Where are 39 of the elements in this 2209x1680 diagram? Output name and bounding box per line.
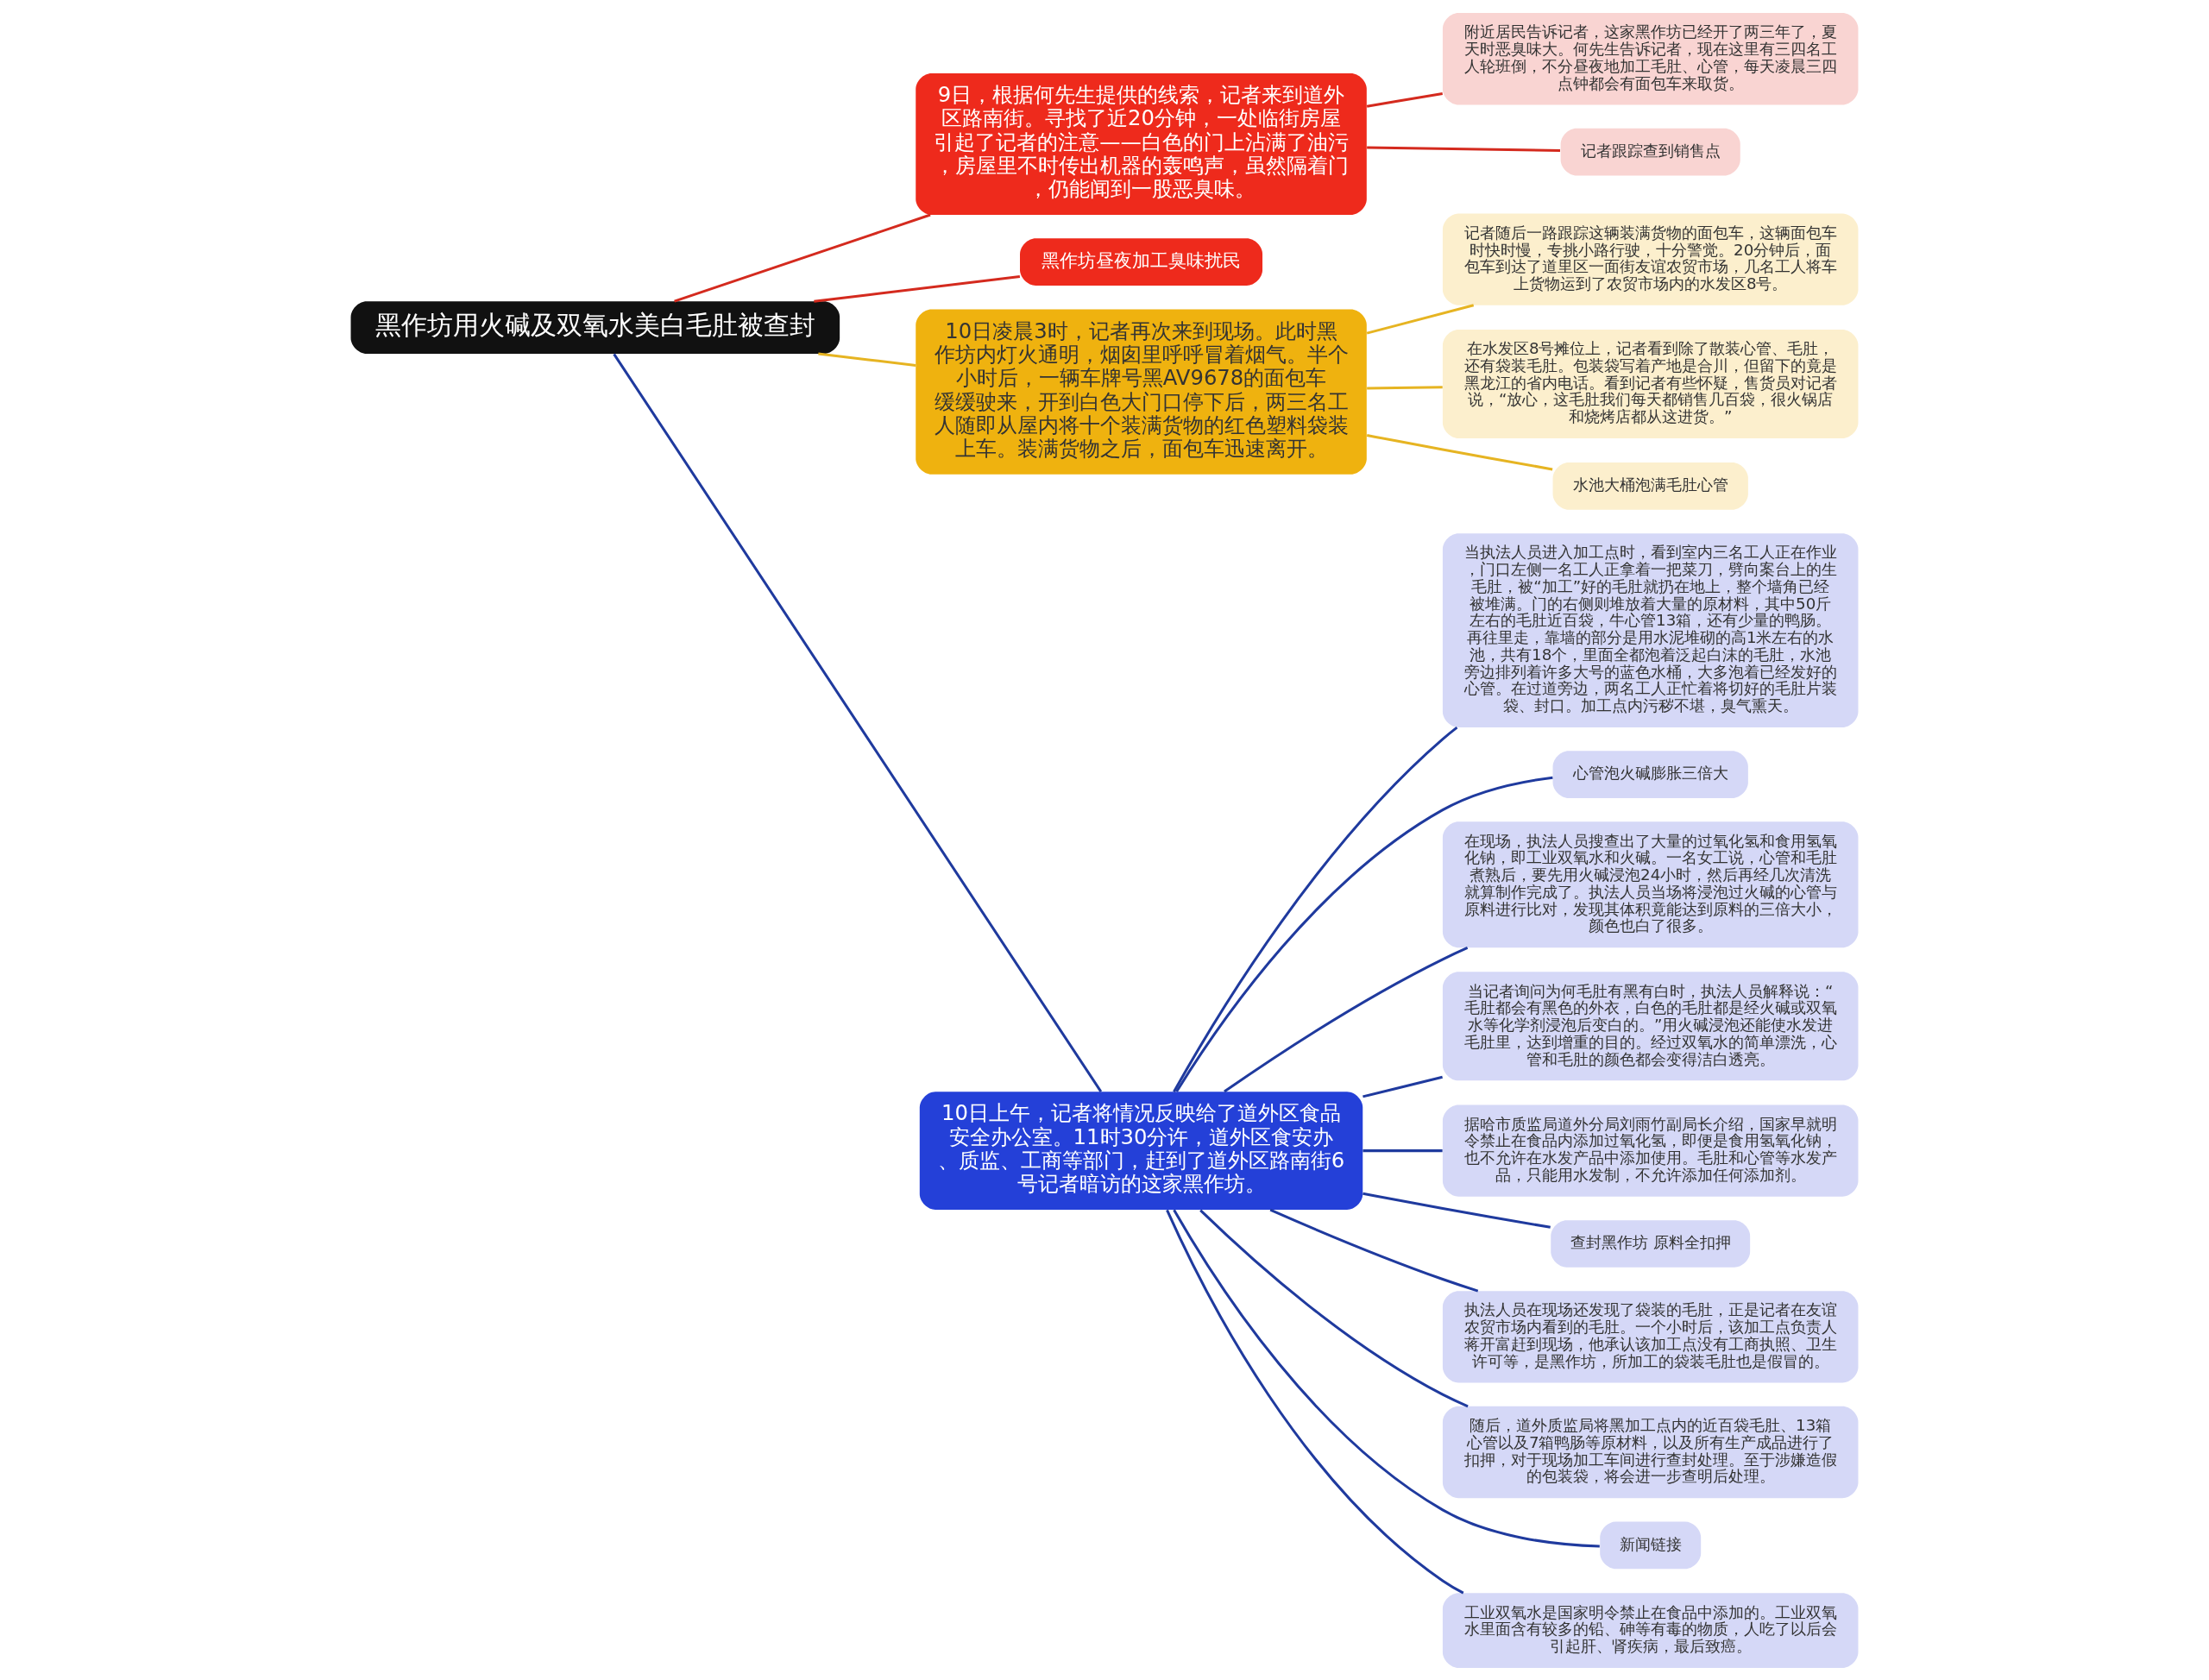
- node-box: 黑作坊昼夜加工臭味扰民: [1020, 237, 1263, 286]
- connector: [1366, 433, 1553, 470]
- node-box: 记者跟踪查到销售点: [1560, 128, 1740, 175]
- connector: [674, 213, 931, 303]
- node-box: 10日凌晨3时，记者再次来到现场。此时黑作坊内灯火通明，烟囱里呼呼冒着烟气。半个小时后，一辆车牌号黑AV9678的面包车缓缓驶来，开到白色大门口停下后，两三名工人随即从屋内将十个装满货物的红色塑料袋装上车。装满货物之后，面包车迅速离开。: [916, 308, 1367, 475]
- connector: [1363, 1148, 1443, 1152]
- connector: [613, 352, 1103, 1092]
- connector: [1173, 726, 1458, 1092]
- connector: [1366, 303, 1475, 335]
- node-box: 10日上午，记者将情况反映给了道外区食品安全办公室。11时30分许，道外区食安办、质监、工商等部门，赶到了道外区路南街6号记者暗访的这家黑作坊。: [919, 1091, 1363, 1210]
- node-box: 9日，根据何先生提供的线索，记者来到道外区路南街。寻找了近20分钟，一处临街房屋引起了记者的注意——白色的门上沾满了油污，房屋里不时传出机器的轰鸣声，虽然隔着门，仍能闻到一股恶臭味。: [916, 72, 1367, 215]
- node-box: 附近居民告诉记者，这家黑作坊已经开了两三年了，夏天时恶臭味大。何先生告诉记者，现在这里有三四名工人轮班倒，不分昼夜地加工毛肚、心管，每天凌晨三四点钟都会有面包车来取货。: [1442, 12, 1859, 104]
- node-box: 黑作坊用火碱及双氧水美白毛肚被查封: [350, 300, 840, 354]
- node-box: 执法人员在现场还发现了袋装的毛肚，正是记者在友谊农贸市场内看到的毛肚。一个小时后，该加工点负责人蒋开富赶到现场，他承认该加工点没有工商执照、卫生许可等，是黑作坊，所加工的袋装毛肚也是假冒的。: [1442, 1290, 1859, 1382]
- connector: [1199, 1208, 1469, 1407]
- node-box: 查封黑作坊 原料全扣押: [1551, 1219, 1751, 1268]
- node-box: 据哈市质监局道外分局刘雨竹副局长介绍，国家早就明令禁止在食品内添加过氧化氢，即便是食用氢氧化钠，也不允许在水发产品中添加使用。毛肚和心管等水发产品，只能用水发制，不允许添加任何添加剂。: [1442, 1104, 1859, 1197]
- node-box: 水池大桶泡满毛肚心管: [1552, 462, 1748, 510]
- node-box: 工业双氧水是国家明令禁止在食品中添加的。工业双氧水里面含有较多的铅、砷等有毒的物质，人吃了以后会引起肝、肾疾病，最后致癌。: [1442, 1592, 1859, 1668]
- connector: [1173, 1209, 1600, 1547]
- node-box: 在水发区8号摊位上，记者看到除了散装心管、毛肚，还有袋装毛肚。包装袋写着产地是合川，但留下的竟是黑龙江的省内电话。看到记者有些怀疑，售货员对记者说，“放心，这毛肚我们每天都销售几百袋，很火锅店和烧烤店都从这进货。”: [1442, 329, 1859, 438]
- connector: [1224, 946, 1469, 1092]
- connector: [814, 274, 1021, 303]
- node-box: 心管泡火碱膨胀三倍大: [1552, 750, 1748, 798]
- node-box: 记者随后一路跟踪这辆装满货物的面包车，这辆面包车时快时慢，专挑小路行驶，十分警觉。20分钟后，面包车到达了道里区一面街友谊农贸市场，几名工人将车上货物运到了农贸市场内的水发区8号。: [1442, 213, 1859, 305]
- node-box: 新闻链接: [1600, 1521, 1702, 1569]
- connector: [1175, 776, 1553, 1092]
- connector: [818, 352, 916, 367]
- connector: [1269, 1208, 1479, 1293]
- connector: [1363, 1192, 1551, 1229]
- connector: [1166, 1209, 1464, 1594]
- connector: [1363, 1075, 1443, 1098]
- connector: [1366, 91, 1443, 108]
- node-box: 随后，道外质监局将黑加工点内的近百袋毛肚、13箱心管以及7箱鸭肠等原材料，以及所有生产成品进行了扣押，对于现场加工车间进行查封处理。至于涉嫌造假的包装袋，将会进一步查明后处理。: [1442, 1406, 1859, 1498]
- node-box: 当记者询问为何毛肚有黑有白时，执法人员解释说：“毛肚都会有黑色的外衣，白色的毛肚都是经火碱或双氧水等化学剂浸泡后变白的。”用火碱浸泡还能使水发进毛肚里，达到增重的目的。经过双氧水的简单漂洗，心管和毛肚的颜色都会变得洁白透亮。: [1442, 971, 1859, 1080]
- node-box: 在现场，执法人员搜查出了大量的过氧化氢和食用氢氧化钠，即工业双氧水和火碱。一名女工说，心管和毛肚煮熟后，要先用火碱浸泡24小时，然后再经几次清洗就算制作完成了。执法人员当场将浸泡过火碱的心管与原料进行比对，发现其体积竟能达到原料的三倍大小，颜色也白了很多。: [1442, 821, 1859, 947]
- node-box: 当执法人员进入加工点时，看到室内三名工人正在作业，门口左侧一名工人正拿着一把菜刀，劈向案台上的生毛肚，被“加工”好的毛肚就扔在地上，整个墙角已经被堆满。门的右侧则堆放着大量的原材料，其中50斤左右的毛肚近百袋，牛心管13箱，还有少量的鸭肠。再往里走，靠墙的部分是用水泥堆砌的高1米左右的水池，共有18个，里面全都泡着泛起白沫的毛肚，水池旁边排列着许多大号的蓝色水桶，大多泡着已经发好的心管。在过道旁边，两名工人正忙着将切好的毛肚片装袋、封口。加工点内污秽不堪，臭气熏天。: [1442, 532, 1859, 727]
- connector: [1367, 146, 1561, 152]
- connector: [1367, 385, 1443, 390]
